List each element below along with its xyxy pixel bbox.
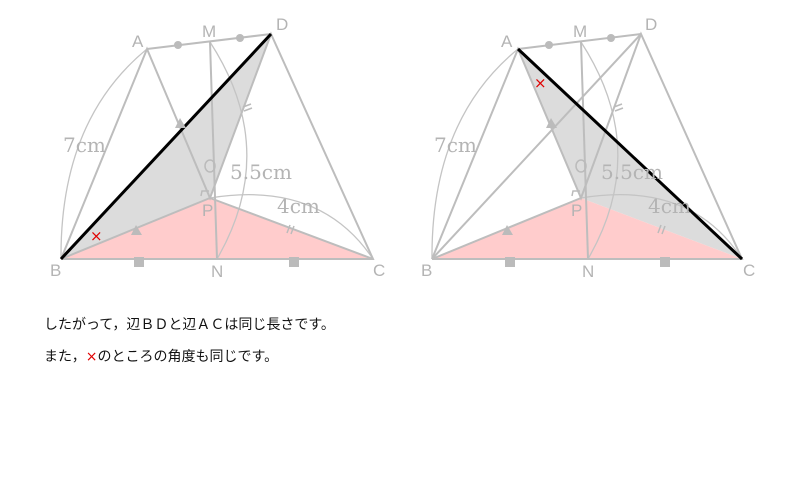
tick-mark [242, 103, 253, 112]
measure-5-5cm: 5.5cm [230, 160, 292, 184]
tick-mark [613, 103, 624, 112]
line2-prefix: また， [44, 349, 86, 365]
label-c: C [373, 261, 385, 280]
angle-circle-mark [575, 159, 587, 173]
segment-ac [516, 47, 744, 261]
tick-mark [657, 224, 666, 235]
angle-circle-mark [204, 159, 216, 173]
arc-mn [580, 41, 619, 260]
label-n: N [582, 262, 594, 281]
label-p: P [202, 201, 213, 220]
label-a: A [132, 32, 144, 51]
equal-dot-mark [174, 41, 182, 49]
figure-left: × A M D B N C P 7cm 5.5cm 4cm [50, 15, 385, 281]
label-c: C [743, 261, 755, 280]
right-angle-mark [571, 190, 580, 197]
measure-7cm: 7cm [434, 133, 477, 157]
arc-pc [580, 194, 743, 260]
square-mark [134, 257, 144, 267]
label-a: A [501, 32, 513, 51]
right-angle-mark [200, 190, 209, 197]
label-n: N [211, 262, 223, 281]
angle-x-mark: × [534, 74, 547, 92]
figure-right: × A M D B N C P 7cm 5.5cm 4cm [421, 15, 755, 281]
segment-bd [59, 32, 273, 261]
equal-dot-mark [607, 34, 615, 42]
square-mark [289, 257, 299, 267]
arc-pc [209, 194, 374, 260]
equal-dot-mark [545, 41, 553, 49]
line2-rest: のところの角度も同じです。 [97, 349, 279, 365]
label-m: M [202, 22, 216, 41]
label-m: M [573, 22, 587, 41]
triangle-mark [502, 225, 513, 235]
angle-x-mark: × [90, 227, 103, 245]
label-d: D [645, 15, 657, 34]
arc-mn [209, 41, 248, 260]
label-b: B [421, 261, 432, 280]
measure-4cm: 4cm [277, 194, 320, 218]
edges [431, 31, 744, 260]
measure-7cm: 7cm [63, 133, 106, 157]
label-p: P [571, 201, 582, 220]
label-d: D [276, 15, 288, 34]
square-mark [660, 257, 670, 267]
arc-ab [431, 48, 519, 260]
triangle-mark [546, 118, 557, 128]
x-mark-icon: × [85, 349, 98, 365]
triangle-mark [131, 225, 142, 235]
explanation-line-2: また，×のところの角度も同じです。 [44, 346, 278, 366]
tick-mark [286, 224, 295, 235]
explanation-line-1: したがって，辺ＢＤと辺ＡＣは同じ長さです。 [44, 317, 335, 333]
equal-dot-mark [236, 34, 244, 42]
label-b: B [50, 261, 61, 280]
measure-4cm: 4cm [648, 194, 691, 218]
measure-5-5cm: 5.5cm [601, 160, 663, 184]
triangle-mark [175, 118, 186, 128]
square-mark [505, 257, 515, 267]
arc-ab [60, 48, 148, 260]
